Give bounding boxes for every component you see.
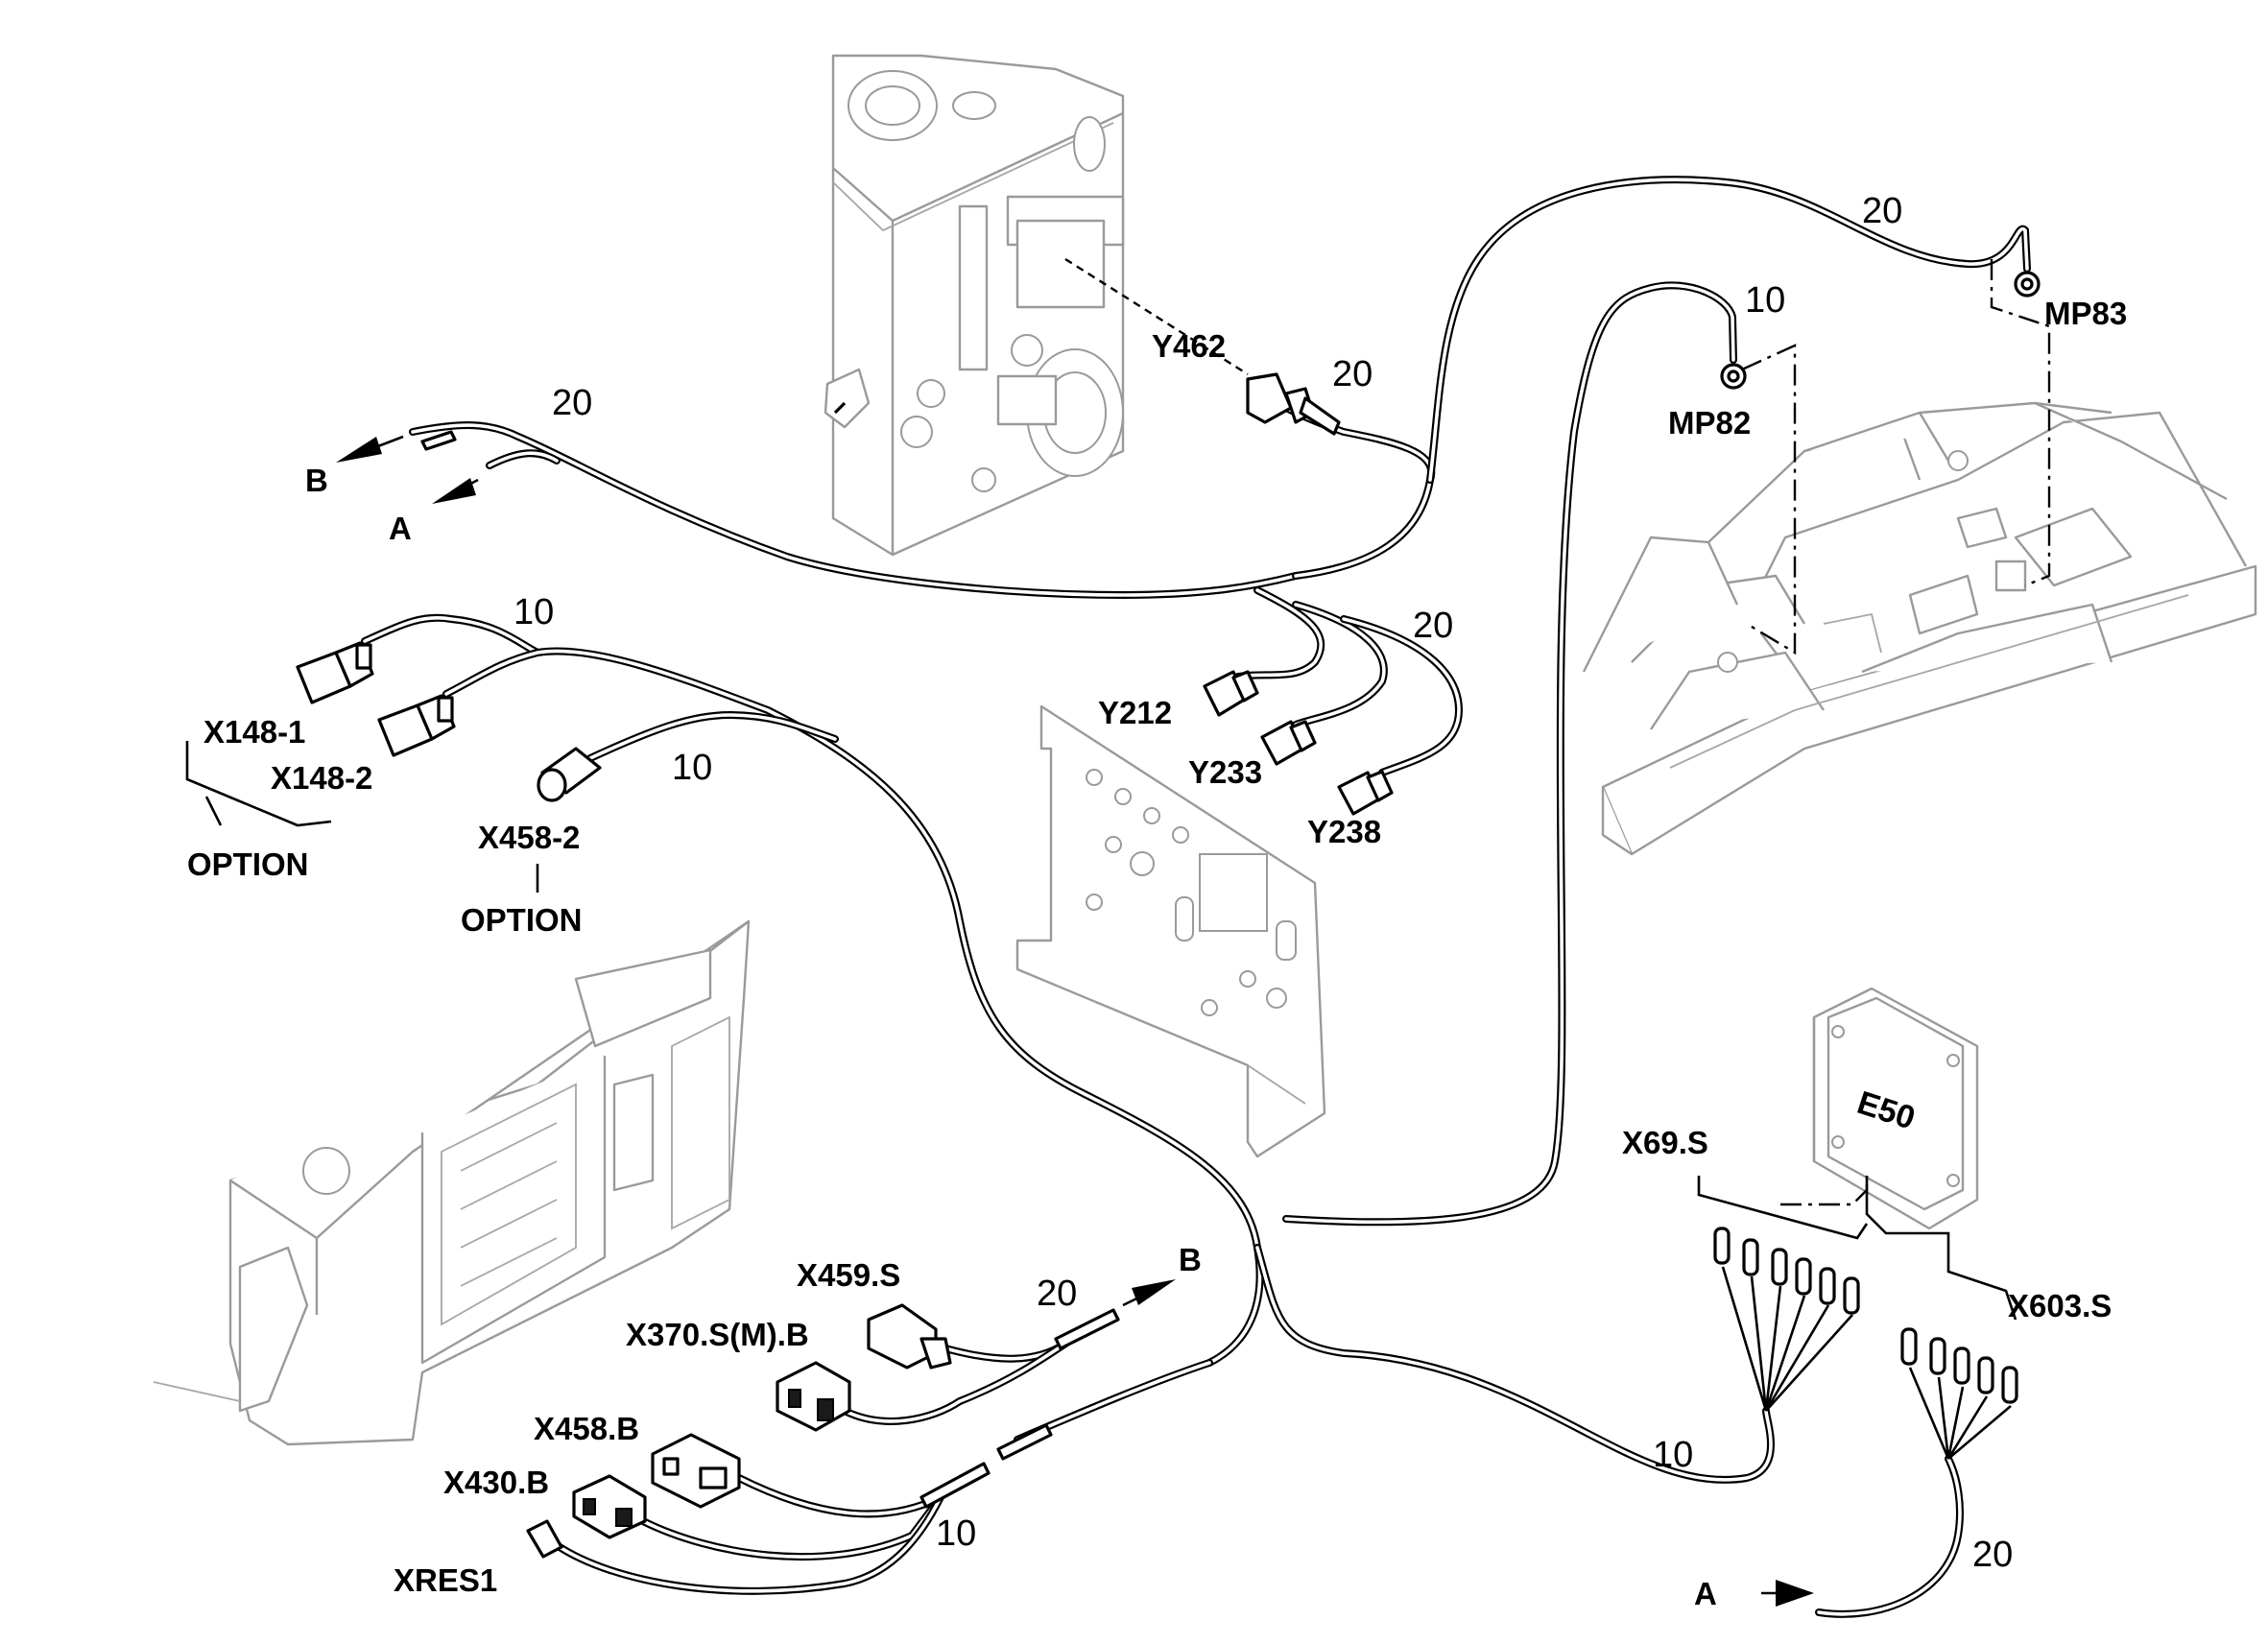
e50-control-box: E50 bbox=[1812, 987, 1979, 1230]
cable-sleeves bbox=[420, 401, 1120, 1509]
control-unit-housing bbox=[153, 919, 751, 1446]
item-number: 20 bbox=[552, 383, 592, 423]
machine-chassis-frame bbox=[1582, 401, 2257, 856]
item-number: 10 bbox=[1653, 1435, 1693, 1475]
wire-harness bbox=[361, 176, 2031, 1618]
arrow-a-bottom-label: A bbox=[1694, 1576, 1717, 1611]
x148-1-label: X148-1 bbox=[203, 714, 305, 750]
mp82-ring-terminal bbox=[1720, 363, 1747, 390]
mp83-ring-terminal bbox=[2014, 271, 2041, 298]
y462-label: Y462 bbox=[1152, 328, 1226, 364]
item-number: 20 bbox=[1972, 1535, 2013, 1575]
arrow-a-left-label: A bbox=[389, 511, 412, 546]
option-label-x458-2: OPTION bbox=[461, 902, 583, 938]
item-number: 20 bbox=[1332, 354, 1373, 394]
item-number: 10 bbox=[672, 748, 712, 788]
xres1-terminal bbox=[526, 1519, 563, 1559]
x458-2-connector bbox=[537, 747, 602, 802]
x430b-label: X430.B bbox=[443, 1465, 549, 1500]
x148-2-connector bbox=[377, 694, 456, 757]
y462-connector bbox=[1246, 372, 1341, 436]
x370-label: X370.S(M).B bbox=[626, 1317, 809, 1352]
x603s-pin-terminals bbox=[1900, 1327, 2018, 1460]
x458b-connector bbox=[651, 1433, 741, 1509]
y212-connector bbox=[1203, 670, 1259, 717]
x148-2-label: X148-2 bbox=[271, 760, 372, 796]
item-number: 20 bbox=[1037, 1274, 1077, 1314]
x370-connector bbox=[776, 1361, 851, 1432]
xres1-label: XRES1 bbox=[394, 1562, 497, 1598]
mp83-label: MP83 bbox=[2044, 296, 2127, 331]
x459s-connector bbox=[867, 1303, 952, 1370]
x458b-label: X458.B bbox=[534, 1411, 639, 1446]
y238-connector bbox=[1337, 770, 1394, 816]
item-number: 10 bbox=[936, 1513, 976, 1554]
option-label-x148: OPTION bbox=[187, 846, 309, 882]
arrow-b-left bbox=[336, 435, 404, 463]
x430b-connector bbox=[572, 1474, 647, 1539]
x603s-label: X603.S bbox=[2008, 1288, 2112, 1323]
arrow-a-bottom bbox=[1761, 1580, 1814, 1607]
item-number: 20 bbox=[1862, 191, 1902, 231]
y233-label: Y233 bbox=[1188, 754, 1262, 790]
x69s-pin-terminals bbox=[1713, 1227, 1860, 1412]
x69s-label: X69.S bbox=[1622, 1125, 1708, 1160]
x459s-label: X459.S bbox=[797, 1257, 900, 1293]
item-number: 20 bbox=[1413, 606, 1453, 646]
item-number: 10 bbox=[513, 592, 554, 632]
y212-label: Y212 bbox=[1098, 695, 1172, 730]
arrow-b-right-label: B bbox=[1179, 1242, 1202, 1277]
item-number: 10 bbox=[1745, 280, 1785, 321]
mounting-plate bbox=[1015, 704, 1326, 1158]
arrow-b-left-label: B bbox=[305, 463, 328, 498]
mp82-label: MP82 bbox=[1668, 405, 1751, 441]
y238-label: Y238 bbox=[1307, 814, 1381, 849]
leader-lines bbox=[185, 257, 2051, 1321]
arrow-a-left bbox=[432, 478, 479, 504]
y233-connector bbox=[1260, 720, 1317, 766]
arrow-b-right bbox=[1122, 1279, 1176, 1307]
x148-1-connector bbox=[296, 641, 374, 704]
hydraulic-valve-block bbox=[824, 54, 1125, 557]
x458-2-label: X458-2 bbox=[478, 820, 580, 855]
